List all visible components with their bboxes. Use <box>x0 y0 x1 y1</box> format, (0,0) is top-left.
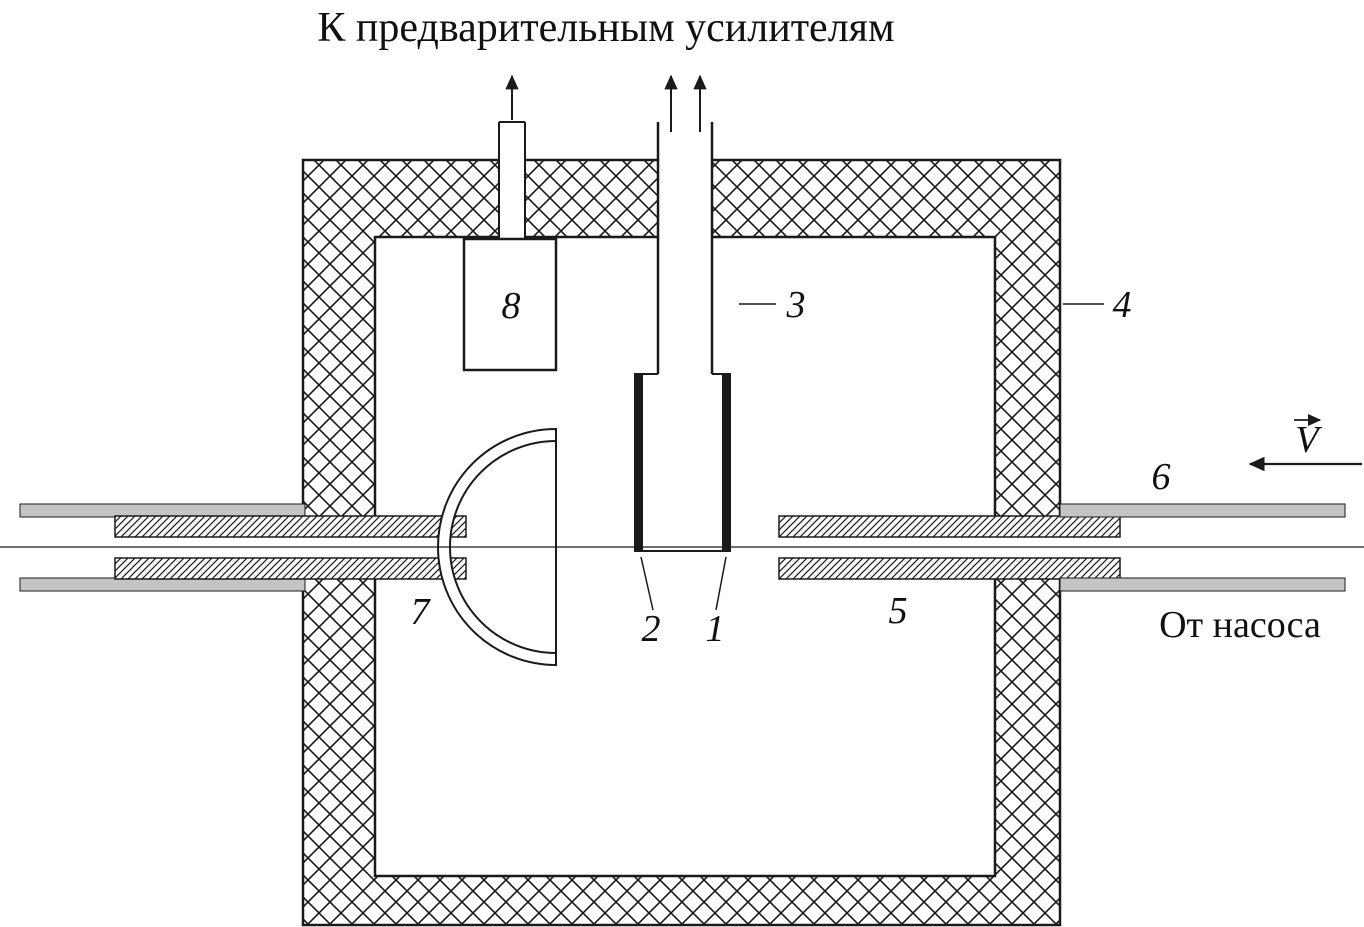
label-2: 2 <box>642 608 661 650</box>
diagram-title: К предварительным усилителям <box>317 5 894 51</box>
tube3-passage <box>657 157 713 240</box>
stub-tube-passage <box>499 157 525 240</box>
component-8-box <box>462 237 558 372</box>
stub-tube <box>498 121 526 239</box>
label-3: 3 <box>786 284 806 326</box>
label-6: 6 <box>1152 456 1171 498</box>
electrode-2 <box>634 374 643 551</box>
central-cell <box>634 373 731 552</box>
tube-3 <box>656 122 714 374</box>
chamber-wall <box>301 158 1062 927</box>
label-7: 7 <box>411 591 432 633</box>
right-outer-tube <box>1059 503 1346 592</box>
label-1: 1 <box>706 608 725 650</box>
label-8: 8 <box>502 285 521 327</box>
pump-label: От насоса <box>1159 604 1321 646</box>
label-4: 4 <box>1113 284 1132 326</box>
velocity-label: V <box>1295 419 1322 461</box>
label-5: 5 <box>889 590 908 632</box>
leader-lines <box>640 303 1104 611</box>
electrode-1 <box>722 374 731 551</box>
